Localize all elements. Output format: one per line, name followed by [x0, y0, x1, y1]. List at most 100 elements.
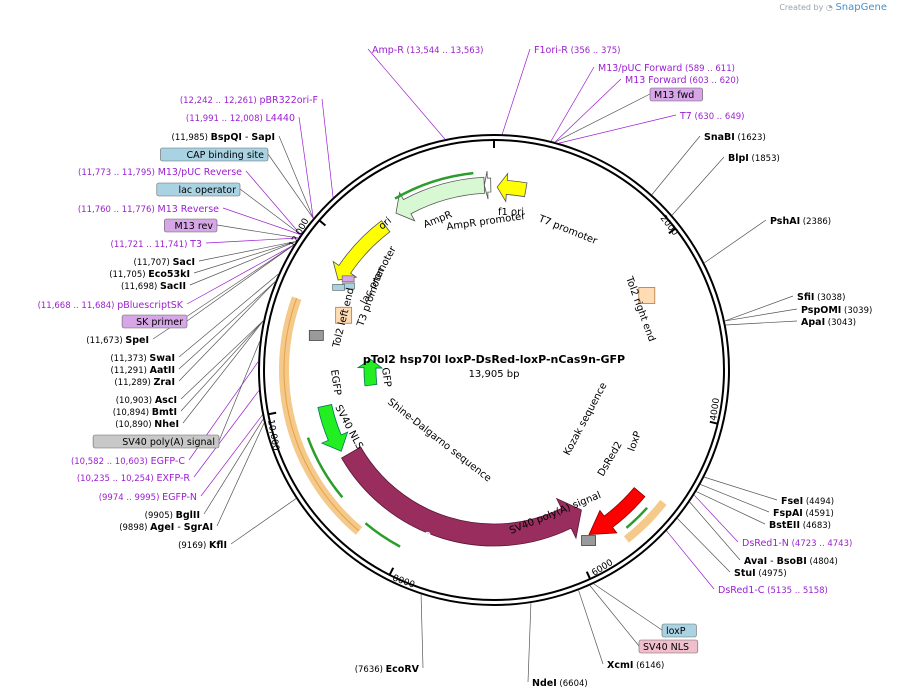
feature-label-egfp: EGFP — [328, 369, 342, 396]
leader-line-pspomi — [724, 308, 798, 322]
leader-line-swai — [178, 273, 279, 358]
feature-label-t7-promoter: T7 promoter — [536, 213, 599, 247]
tick-mark-4 — [388, 567, 395, 576]
leader-line-avai — [689, 501, 741, 561]
snapgene-brand: SnapGene — [835, 2, 887, 13]
leader-line-lac-operator — [239, 188, 301, 235]
label-xcmi: XcmI (6146) — [607, 660, 664, 671]
label-exfp-r: (10,235 .. 10,254) EXFP-R — [77, 473, 191, 484]
label-bsteii: BstEII (4683) — [769, 520, 831, 531]
label-pshai: PshAI (2386) — [770, 216, 831, 227]
label-ecorv: (7636) EcoRV — [355, 664, 420, 675]
orientation-arrow-3 — [364, 522, 401, 548]
label-loxp: loxP — [666, 626, 686, 637]
leader-line-ecorv — [420, 594, 424, 669]
tick-mark-2 — [709, 420, 718, 425]
leader-line-sacii — [189, 241, 297, 286]
leader-line-zrai — [178, 281, 276, 382]
sv40-polya-box — [581, 535, 596, 546]
side-labels: Amp-R (13,544 .. 13,563) F1ori-R (356 .. … — [38, 45, 873, 689]
leader-line-agei — [216, 422, 265, 527]
cas9-arrow — [341, 446, 582, 547]
dsred2-arrow — [588, 487, 646, 535]
small-site-marker-0 — [341, 275, 355, 283]
gfp-arrow — [356, 358, 384, 387]
egfp-arrow — [317, 404, 349, 452]
label-box-sv40-nls — [638, 639, 699, 654]
leader-line-exfp-r — [193, 390, 260, 478]
label-asci: (10,903) AscI — [116, 395, 177, 406]
tick-mark-3 — [585, 571, 592, 580]
label-box-loxp — [661, 623, 697, 638]
label-sv40-nls: SV40 NLS — [643, 642, 689, 653]
leader-line-nhei — [182, 320, 264, 424]
label-f1ori-r: F1ori-R (356 .. 375) — [534, 45, 621, 56]
label-sacii: (11,698) SacII — [121, 281, 186, 292]
leader-line-pbluescriptsk — [186, 244, 295, 305]
label-fspai: FspAI (4591) — [773, 508, 834, 519]
label-t3: (11,721 .. 11,741) T3 — [111, 239, 203, 250]
label-box-sv40-poly-a-signal — [92, 434, 220, 449]
leader-line-m13-reverse — [222, 207, 301, 235]
label-nhei: (10,890) NheI — [115, 419, 179, 430]
label-box-cap-binding-site — [160, 147, 269, 162]
leader-line-pbr322ori-f — [321, 98, 334, 198]
label-zrai: (11,289) ZraI — [114, 377, 175, 388]
leader-line-saci — [198, 241, 297, 262]
f1-ori-box — [483, 171, 492, 200]
orientation-arrow-1 — [306, 437, 344, 499]
label-agei: (9898) AgeI - SgrAI — [119, 522, 213, 533]
label-m13-forward: M13 Forward (603 .. 620) — [625, 75, 739, 86]
leader-line-m13-fwd — [554, 93, 651, 143]
leader-line-bglii — [203, 418, 264, 515]
leader-line-stui — [677, 518, 731, 573]
created-by-text: Created by — [779, 3, 824, 12]
feature-label-tol2-right: Tol2 right end — [623, 274, 657, 343]
tick-layer — [268, 140, 718, 580]
label-m13-puc-forward: M13/pUC Forward (589 .. 611) — [598, 63, 735, 74]
tol2-left-end-box — [335, 306, 353, 324]
leader-line-xcmi — [578, 590, 604, 665]
leader-line-sk-primer — [186, 244, 295, 322]
label-sv40-poly-a-signal: SV40 poly(A) signal — [122, 437, 215, 448]
leader-line-cap-binding-site — [267, 153, 314, 219]
feature-label-tol2-left: Tol2 left end — [331, 287, 357, 350]
leader-line-m13-puc-reverse — [245, 170, 301, 235]
label-m13-rev: M13 rev — [175, 221, 214, 232]
label-lines — [152, 48, 798, 683]
label-egfp-c: (10,582 .. 10,603) EGFP-C — [71, 456, 185, 467]
label-m13-fwd: M13 fwd — [654, 90, 694, 101]
leader-line-fspai — [700, 484, 770, 513]
orientation-arrow-2 — [625, 507, 649, 529]
label-bglii: (9905) BglII — [145, 510, 200, 521]
label-lac-operator: lac operator — [178, 185, 236, 196]
label-ndei: NdeI (6604) — [532, 678, 588, 689]
label-pbr322ori-f: (12,242 .. 12,261) pBR322ori-F — [180, 95, 318, 106]
leader-line-m13-forward — [554, 78, 622, 143]
cds-halo-dsred — [623, 499, 667, 543]
label-blpi: BlpI (1853) — [728, 153, 780, 164]
label-box-m13-rev — [164, 218, 218, 233]
leader-line-snabi — [651, 135, 701, 195]
leader-line-eco53ki — [193, 241, 297, 274]
label-snabi: SnaBI (1623) — [704, 132, 766, 143]
ampr-arrow — [395, 176, 486, 222]
small-site-marker-2 — [332, 284, 345, 291]
leader-line-egfp-n — [200, 414, 263, 497]
label-m13-reverse: (11,760 .. 11,776) M13 Reverse — [78, 204, 219, 215]
plasmid-size: 13,905 bp — [469, 369, 520, 380]
label-saci: (11,707) SacI — [134, 257, 196, 268]
leader-line-sv40-nls — [589, 585, 640, 647]
tol2-right-end-box — [638, 287, 656, 304]
label-cap-binding-site: CAP binding site — [187, 150, 265, 161]
tick-label-6000: 6000 — [590, 558, 615, 579]
label-spei: (11,673) SpeI — [86, 335, 149, 346]
label-amp-r: Amp-R (13,544 .. 13,563) — [372, 45, 483, 56]
feature-label-t3-promoter: T3 promoter — [355, 265, 387, 329]
label-pspomi: PspOMI (3039) — [801, 305, 872, 316]
leader-line-asci — [180, 320, 264, 400]
label-m13-puc-reverse: (11,773 .. 11,795) M13/pUC Reverse — [78, 167, 242, 178]
label-box-sk-primer — [121, 314, 188, 329]
label-dsred1-c: DsRed1-C (5135 .. 5158) — [718, 585, 828, 596]
